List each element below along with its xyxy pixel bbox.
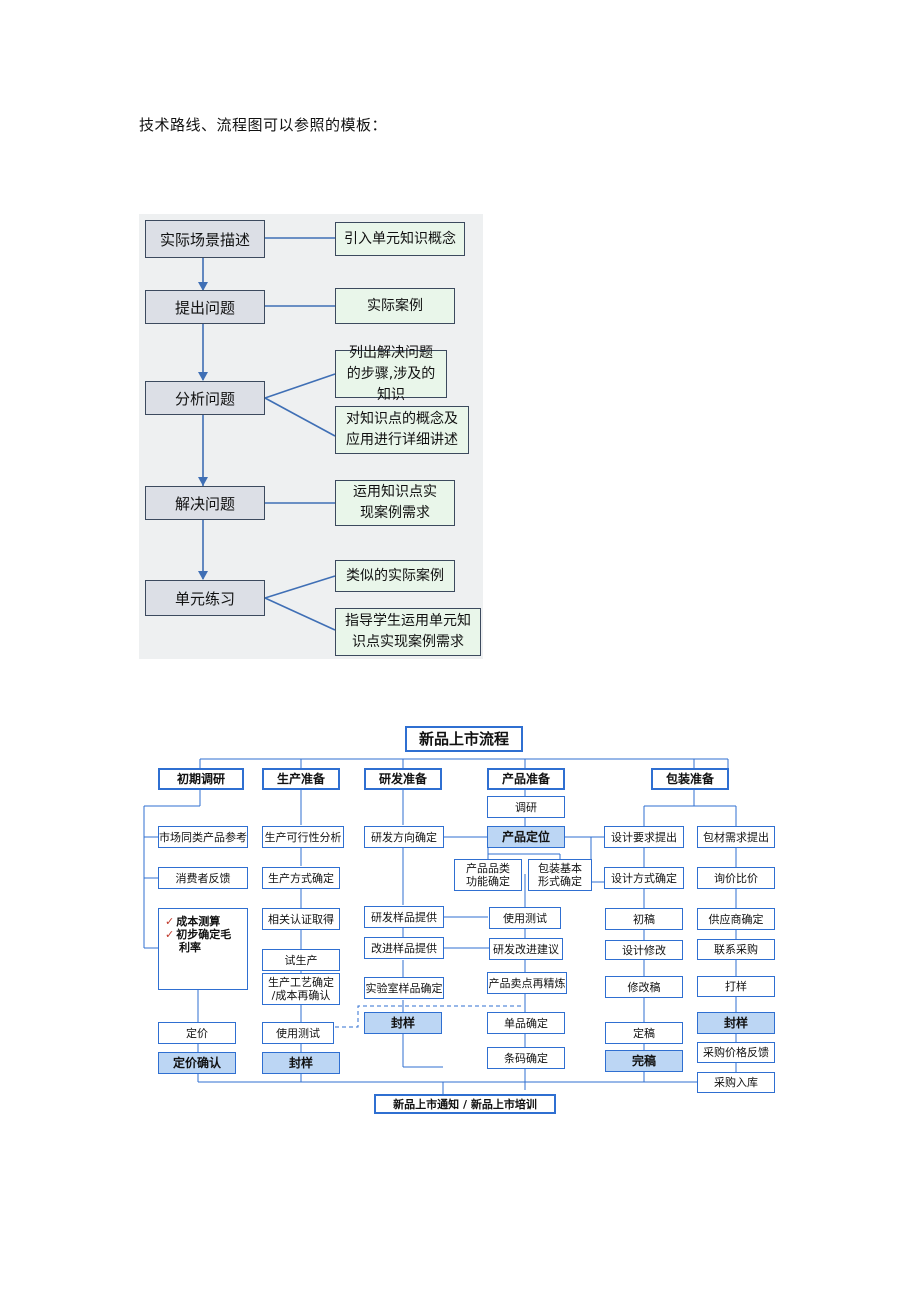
material-request: 包材需求提出 — [697, 826, 775, 848]
production-method: 生产方式确定 — [262, 867, 340, 889]
seal-sample-packaging: 封样 — [697, 1012, 775, 1034]
package-form-line1: 包装基本 — [538, 862, 582, 875]
new-product-launch-flowchart: 新品上市流程 初期调研 生产准备 研发准备 产品准备 包装准备 市场同类产品参考… — [138, 722, 782, 1118]
launch-notice: 新品上市通知 / 新品上市培训 — [374, 1094, 556, 1114]
launch-flow-connectors — [143, 758, 737, 1094]
teaching-flowchart: 实际场景描述 提出问题 分析问题 解决问题 单元练习 引入单元知识概念 实际案例… — [139, 214, 483, 659]
lab-sample: 实验室样品确定 — [364, 977, 444, 999]
check-line-1: ✓成本测算 — [165, 915, 221, 928]
header-product-prep: 产品准备 — [487, 768, 565, 790]
check-icon: ✓ — [165, 928, 175, 941]
supplier-confirm: 供应商确定 — [697, 908, 775, 930]
design-method: 设计方式确定 — [604, 867, 684, 889]
first-draft: 初稿 — [605, 908, 683, 930]
rd-direction: 研发方向确定 — [364, 826, 444, 848]
rd-improvement: 研发改进建议 — [489, 938, 563, 960]
market-reference: 市场同类产品参考 — [158, 826, 248, 848]
stage-raise-problem: 提出问题 — [145, 290, 265, 324]
category-function-line2: 功能确定 — [466, 875, 510, 888]
purchase-price-feedback: 采购价格反馈 — [697, 1042, 775, 1063]
note-explain-concepts: 对知识点的概念及应用进行详细讲述 — [335, 406, 469, 454]
design-revision: 设计修改 — [605, 940, 683, 960]
header-rd-prep: 研发准备 — [364, 768, 442, 790]
certification: 相关认证取得 — [262, 908, 340, 930]
selling-point: 产品卖点再精炼 — [487, 972, 567, 994]
stage-describe-scene: 实际场景描述 — [145, 220, 265, 258]
product-positioning: 产品定位 — [487, 826, 565, 848]
header-initial-research: 初期调研 — [158, 768, 244, 790]
header-production-prep: 生产准备 — [262, 768, 340, 790]
package-form-line2: 形式确定 — [538, 875, 582, 888]
purchase-storage: 采购入库 — [697, 1072, 775, 1093]
design-request: 设计要求提出 — [604, 826, 684, 848]
stage-analyze-problem: 分析问题 — [145, 381, 265, 415]
note-introduce-concepts: 引入单元知识概念 — [335, 222, 465, 256]
seal-sample-rd: 封样 — [364, 1012, 442, 1034]
check-line-2: ✓初步确定毛 — [165, 928, 232, 941]
category-function: 产品品类 功能确定 — [454, 859, 522, 891]
check-line-3: 利率 — [179, 941, 201, 954]
usage-test: 使用测试 — [489, 907, 561, 929]
completed-draft: 完稿 — [605, 1050, 683, 1072]
rd-sample: 研发样品提供 — [364, 906, 444, 928]
cost-estimate-box: ✓成本测算 ✓初步确定毛 利率 — [158, 908, 248, 990]
flowchart-connectors — [198, 237, 336, 631]
feasibility-analysis: 生产可行性分析 — [262, 826, 344, 848]
process-confirm: 生产工艺确定 /成本再确认 — [262, 973, 340, 1005]
process-confirm-line1: 生产工艺确定 — [268, 976, 334, 989]
barcode: 条码确定 — [487, 1047, 565, 1069]
stage-solve-problem: 解决问题 — [145, 486, 265, 520]
usage-test-production: 使用测试 — [262, 1022, 334, 1044]
check-icon: ✓ — [165, 915, 175, 928]
contact-purchase: 联系采购 — [697, 939, 775, 960]
note-list-steps: 列出解决问题的步骤,涉及的知识 — [335, 345, 447, 403]
research: 调研 — [487, 796, 565, 818]
note-guide-students: 指导学生运用单元知识点实现案例需求 — [335, 608, 481, 656]
stage-unit-practice: 单元练习 — [145, 580, 265, 616]
price-compare: 询价比价 — [697, 867, 775, 889]
intro-text: 技术路线、流程图可以参照的模板： — [139, 116, 388, 134]
note-real-case: 实际案例 — [335, 288, 455, 324]
revised-draft: 修改稿 — [605, 976, 683, 998]
consumer-feedback: 消费者反馈 — [158, 867, 248, 889]
improved-sample: 改进样品提供 — [364, 937, 444, 959]
process-confirm-line2: /成本再确认 — [271, 989, 331, 1002]
launch-title: 新品上市流程 — [405, 726, 523, 752]
trial-production: 试生产 — [262, 949, 340, 971]
header-packaging-prep: 包装准备 — [651, 768, 729, 790]
proofing: 打样 — [697, 976, 775, 997]
single-item: 单品确定 — [487, 1012, 565, 1034]
note-similar-case: 类似的实际案例 — [335, 560, 455, 592]
pricing-confirm: 定价确认 — [158, 1052, 236, 1074]
package-form: 包装基本 形式确定 — [528, 859, 592, 891]
category-function-line1: 产品品类 — [466, 862, 510, 875]
seal-sample-production: 封样 — [262, 1052, 340, 1074]
final-draft: 定稿 — [605, 1022, 683, 1044]
pricing: 定价 — [158, 1022, 236, 1044]
note-implement-case: 运用知识点实现案例需求 — [335, 480, 455, 526]
